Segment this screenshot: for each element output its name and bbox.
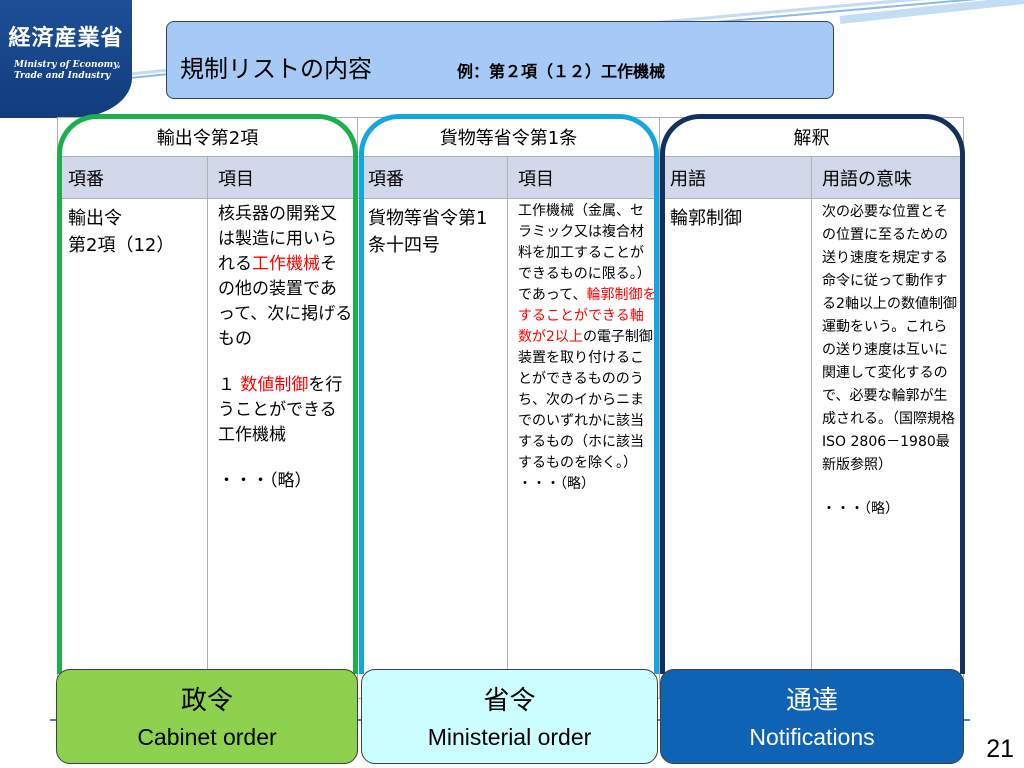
ordinance-item-text-1-tail: の電子制御装置を取り付けることができるもののうち、次のイからニまでのいずれかに該… (518, 329, 653, 471)
term-meaning-text: 次の必要な位置とその位置に至るための送り速度を規定する命令に従って動作する2軸以… (812, 199, 963, 521)
group-header-ministerial-ordinance: 貨物等省令第1条 (357, 117, 661, 157)
logo-japanese-text: 経済産業省 (8, 25, 124, 51)
ordinance-item-text: 工作機械（金属、セラミック又は複合材料を加工することができるものに限る。）であっ… (508, 199, 659, 495)
cell-term: 輪郭制御 (659, 198, 813, 699)
ministerial-order-jp: 省令 (483, 686, 536, 716)
highlight-contour-control-axes: 輪郭制御をすることができる軸数が2以上 (518, 287, 657, 345)
ordinance-item-text-1: 工作機械（金属、セラミック又は複合材料を加工することができるものに限る。）であっ… (518, 203, 651, 303)
notifications-en: Notifications (749, 724, 875, 750)
group-header-interpretation: 解釈 (659, 117, 965, 157)
cell-ordinance-number: 貨物等省令第1条十四号 (357, 198, 509, 699)
notifications-jp: 通達 (785, 686, 838, 716)
ministerial-order-en: Ministerial order (427, 724, 592, 750)
regulation-table: 輸出令第2項 貨物等省令第1条 解釈 項番 項目 項番 項目 用語 用語の意味 … (56, 117, 965, 699)
ordinance-item-omitted: ・・・（略） (518, 476, 596, 492)
cabinet-order-frame (57, 114, 358, 674)
highlight-machine-tool: 工作機械 (252, 254, 320, 274)
ministry-logo: 経済産業省 Ministry of Economy, Trade and Ind… (0, 0, 132, 118)
cabinet-order-box: 政令 Cabinet order (56, 669, 358, 764)
export-order-item-text-1: 核兵器の開発又は製造に用いられる (218, 204, 337, 274)
title-box: 規制リストの内容 例：第２項（１２）工作機械 (166, 21, 834, 99)
subheader-item-number-1: 項番 (57, 156, 208, 199)
subheader-item-number-2: 項番 (357, 156, 509, 199)
term-meaning-text-1: 次の必要な位置とその位置に至るための送り速度を規定する命令に従って動作する2軸以… (822, 204, 957, 473)
group-header-export-order: 輸出令第2項 (56, 117, 359, 157)
export-order-item-text-2-tail: を行うことができる工作機械 (218, 375, 343, 445)
ministerial-order-box: 省令 Ministerial order (361, 669, 658, 764)
cell-export-order-number: 輸出令 第2項（12） (57, 198, 208, 699)
page-number: 21 (986, 735, 1014, 763)
cell-term-meaning: 次の必要な位置とその位置に至るための送り速度を規定する命令に従って動作する2軸以… (811, 198, 965, 699)
table-subheader-row: 項番 項目 項番 項目 用語 用語の意味 (57, 156, 965, 199)
page-subtitle: 例：第２項（１２）工作機械 (457, 62, 666, 81)
logo-english-text: Ministry of Economy, Trade and Industry (14, 60, 132, 82)
export-order-number-text: 輸出令 第2項（12） (68, 208, 175, 256)
export-order-item-text-2-prefix: １ (218, 375, 241, 395)
table-row: 輸出令 第2項（12） 核兵器の開発又は製造に用いられる工作機械その他の装置であ… (57, 198, 965, 699)
export-order-item-text-1-tail: その他の装置であって、次に掲げるもの (218, 254, 353, 349)
ordinance-number-text: 貨物等省令第1条十四号 (368, 208, 488, 256)
cabinet-order-en: Cabinet order (137, 724, 277, 750)
cell-export-order-item: 核兵器の開発又は製造に用いられる工作機械その他の装置であって、次に掲げるもの １… (206, 198, 359, 699)
subheader-item-2: 項目 (507, 156, 661, 199)
page-title: 規制リストの内容 (180, 55, 372, 83)
logo-english-line-2: Trade and Industry (14, 71, 111, 81)
subheader-term-meaning: 用語の意味 (811, 156, 965, 199)
term-text: 輪郭制御 (670, 208, 743, 229)
subheader-item-1: 項目 (206, 156, 359, 199)
ministerial-order-frame (359, 114, 659, 674)
term-meaning-omitted: ・・・（略） (822, 501, 900, 517)
cabinet-order-jp: 政令 (180, 686, 233, 716)
notifications-frame (660, 114, 965, 674)
highlight-numerical-control: 数値制御 (240, 375, 309, 395)
export-order-item-omitted: ・・・（略） (218, 471, 312, 491)
logo-english-line-1: Ministry of Economy, (14, 60, 121, 70)
cell-ordinance-item: 工作機械（金属、セラミック又は複合材料を加工することができるものに限る。）であっ… (507, 198, 661, 699)
export-order-item-text: 核兵器の開発又は製造に用いられる工作機械その他の装置であって、次に掲げるもの １… (208, 199, 357, 494)
subheader-term: 用語 (659, 156, 813, 199)
notifications-box: 通達 Notifications (660, 669, 964, 764)
table-group-header-row: 輸出令第2項 貨物等省令第1条 解釈 (56, 117, 965, 157)
